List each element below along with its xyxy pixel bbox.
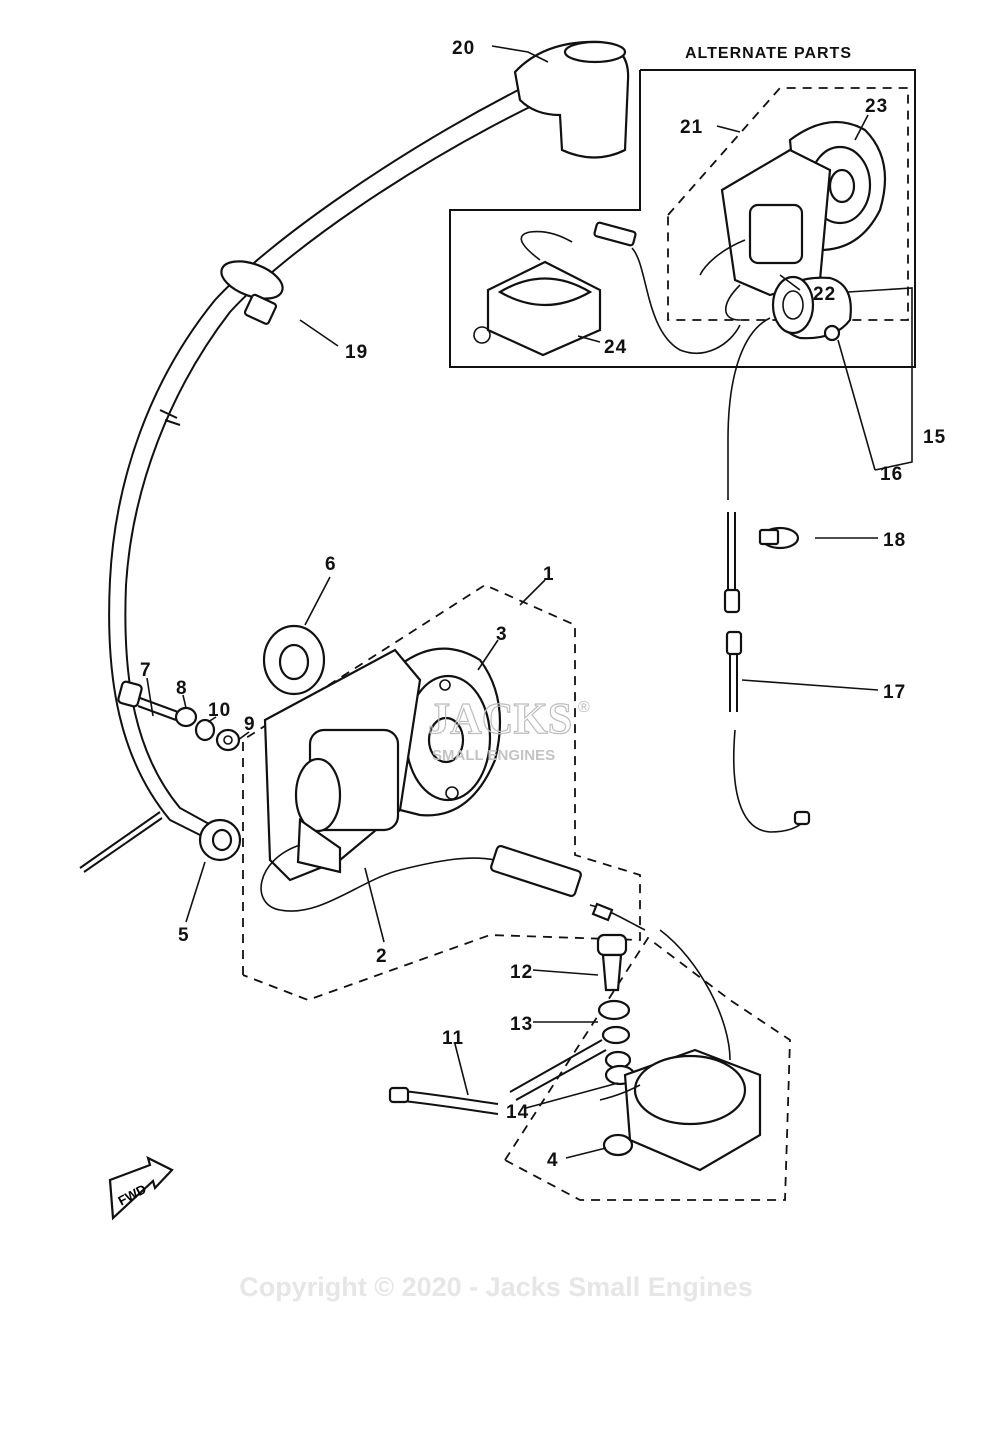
watermark-brand: JACKS [428,694,572,743]
cord-clamp-19 [220,260,284,325]
callout-20: 20 [452,38,475,59]
alternate-magneto-dashed-group [667,87,909,321]
callout-7: 7 [140,660,152,681]
high-tension-cord [108,84,541,841]
callout-8: 8 [176,678,188,699]
callout-10: 10 [208,700,231,721]
alternate-parts-box: ALTERNATE PARTS [449,45,916,368]
callout-21: 21 [680,117,703,138]
copyright-text: Copyright © 2020 - Jacks Small Engines [239,1272,753,1302]
fasteners-7-10 [79,680,241,873]
callout-23: 23 [865,96,888,117]
callout-5: 5 [178,925,190,946]
callout-24: 24 [604,337,627,358]
alternate-parts-header: ALTERNATE PARTS [685,45,852,62]
alternate-magneto-assembly [699,120,887,321]
spark-plug-cap [513,40,630,159]
callout-2: 2 [376,946,388,967]
forward-arrow: FWD [108,1155,174,1221]
callout-12: 12 [510,962,533,983]
callout-numbers: 20 21 23 22 24 19 15 16 18 17 6 1 3 7 8 … [140,38,946,1171]
callout-11: 11 [442,1028,464,1049]
part-24-unit [473,221,741,357]
callout-9: 9 [244,714,256,735]
main-magneto-dashed-group [242,583,641,1001]
jacks-watermark: JACKS ® SMALL ENGINES [427,693,590,764]
washer-6 [262,624,326,696]
callout-22: 22 [813,284,836,305]
callout-4: 4 [547,1150,559,1171]
callout-13: 13 [510,1014,533,1035]
callout-16: 16 [880,464,903,485]
coil-leads [260,844,731,1061]
ignition-coil [263,648,422,882]
callout-19: 19 [345,342,368,363]
callout-18: 18 [883,530,906,551]
cdi-unit-dashed-group [504,936,791,1201]
watermark-sub: SMALL ENGINES [432,747,555,764]
cdi-unit [599,1048,762,1172]
wire-11 [388,1086,499,1115]
callout-15: 15 [923,427,946,448]
callout-14: 14 [506,1102,529,1123]
callout-17: 17 [883,682,906,703]
stop-switch-assembly [723,275,852,833]
callout-3: 3 [496,624,508,645]
grommet-5 [198,818,242,862]
callout-leaders [146,45,913,1159]
watermark-registered: ® [578,699,590,716]
callout-6: 6 [325,554,337,575]
magneto-base-plate [398,647,502,817]
callout-1: 1 [543,564,555,585]
